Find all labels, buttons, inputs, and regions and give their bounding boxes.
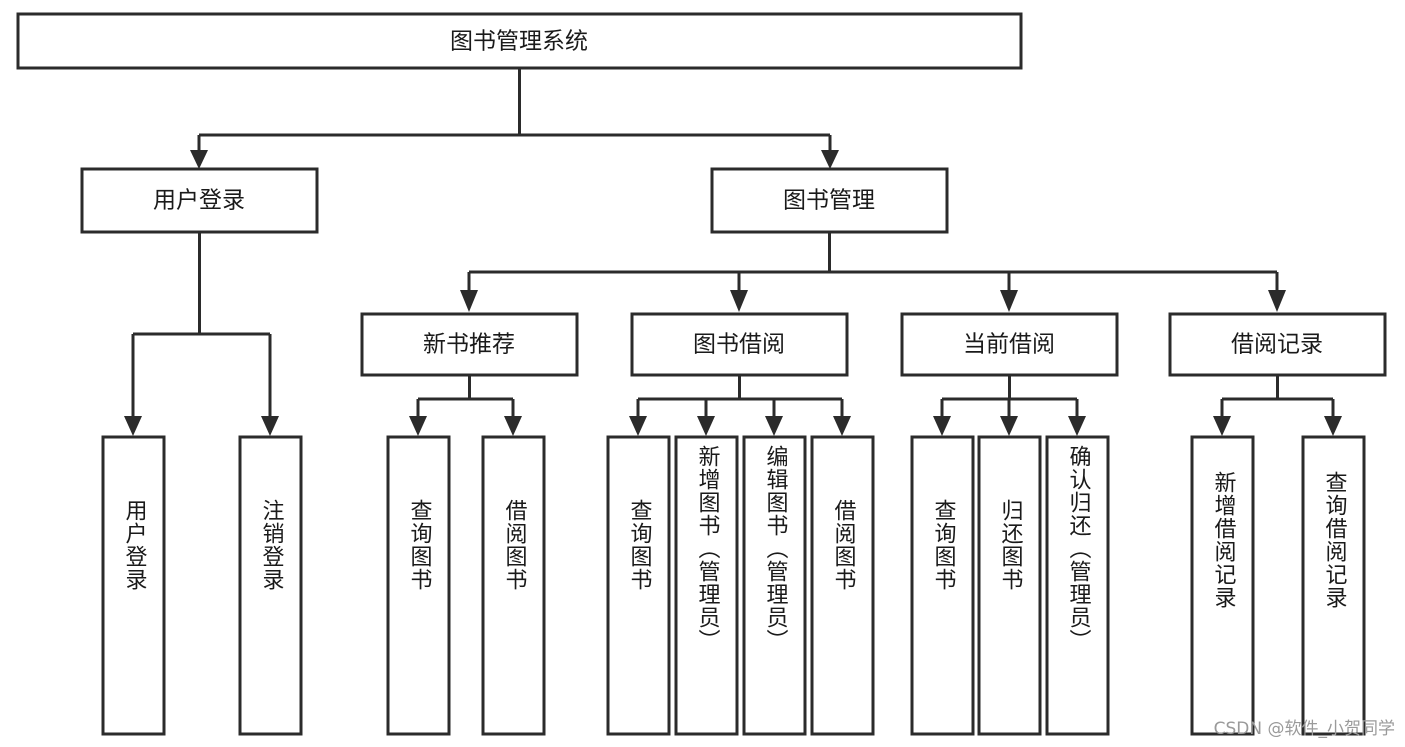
- arrow-leaf-add-borrow-record: [1213, 416, 1231, 436]
- arrow-leaf-logout-login: [261, 416, 279, 436]
- arrow-current-borrow: [1000, 290, 1018, 312]
- leaf-box-borrow-book-2[interactable]: [810, 435, 875, 736]
- leaf-box-borrow-book-1[interactable]: [481, 435, 546, 736]
- leaf-box-logout-login[interactable]: [238, 435, 303, 736]
- node-book-borrow[interactable]: 图书借阅: [630, 312, 849, 377]
- arrow-leaf-confirm-return: [1068, 416, 1086, 436]
- arrow-leaf-query-book-3: [933, 416, 951, 436]
- leaf-box-add-book[interactable]: [674, 435, 739, 736]
- leaf-box-confirm-return[interactable]: [1045, 435, 1110, 736]
- arrow-book-management: [821, 150, 839, 169]
- arrow-new-book-recommend: [460, 290, 478, 312]
- leaf-box-add-borrow-record[interactable]: [1190, 435, 1255, 736]
- arrow-borrow-record: [1268, 290, 1286, 312]
- node-new-book-recommend-label: 新书推荐: [423, 332, 515, 358]
- node-title[interactable]: 图书管理系统: [16, 12, 1023, 70]
- node-book-management-label: 图书管理: [783, 188, 875, 214]
- node-user-login[interactable]: 用户登录: [80, 167, 319, 234]
- leaf-boxes-group: [101, 435, 1366, 736]
- arrow-user-login: [190, 150, 208, 169]
- node-book-management[interactable]: 图书管理: [710, 167, 949, 234]
- node-current-borrow-label: 当前借阅: [963, 332, 1055, 358]
- arrow-leaf-borrow-book-1: [504, 416, 522, 436]
- arrow-leaf-return-book: [1000, 416, 1018, 436]
- node-borrow-record-label: 借阅记录: [1231, 332, 1323, 358]
- node-new-book-recommend[interactable]: 新书推荐: [360, 312, 579, 377]
- leaf-box-return-book[interactable]: [977, 435, 1042, 736]
- arrow-leaf-add-book: [697, 416, 715, 436]
- node-user-login-label: 用户登录: [153, 188, 245, 214]
- node-current-borrow-box[interactable]: [900, 312, 1119, 377]
- node-book-borrow-label: 图书借阅: [693, 332, 785, 358]
- leaf-box-edit-book[interactable]: [742, 435, 807, 736]
- leaf-box-query-book-2[interactable]: [606, 435, 671, 736]
- leaf-box-query-borrow-record[interactable]: [1301, 435, 1366, 736]
- node-title-label: 图书管理系统: [450, 29, 588, 55]
- node-borrow-record[interactable]: 借阅记录: [1168, 312, 1387, 377]
- node-title-box[interactable]: [16, 12, 1023, 70]
- arrow-leaf-query-book-2: [629, 416, 647, 436]
- arrow-leaf-edit-book: [765, 416, 783, 436]
- node-current-borrow[interactable]: 当前借阅: [900, 312, 1119, 377]
- node-new-book-recommend-box[interactable]: [360, 312, 579, 377]
- node-book-management-box[interactable]: [710, 167, 949, 234]
- leaf-box-query-book-1[interactable]: [386, 435, 451, 736]
- arrow-leaf-query-borrow-record: [1324, 416, 1342, 436]
- arrow-leaf-user-login: [124, 416, 142, 436]
- leaf-box-user-login[interactable]: [101, 435, 166, 736]
- node-borrow-record-box[interactable]: [1168, 312, 1387, 377]
- leaf-box-query-book-3[interactable]: [910, 435, 975, 736]
- node-user-login-box[interactable]: [80, 167, 319, 234]
- node-book-borrow-box[interactable]: [630, 312, 849, 377]
- arrow-leaf-query-book-1: [409, 416, 427, 436]
- arrow-book-borrow: [730, 290, 748, 312]
- connector-group: [124, 68, 1342, 436]
- arrow-leaf-borrow-book-2: [833, 416, 851, 436]
